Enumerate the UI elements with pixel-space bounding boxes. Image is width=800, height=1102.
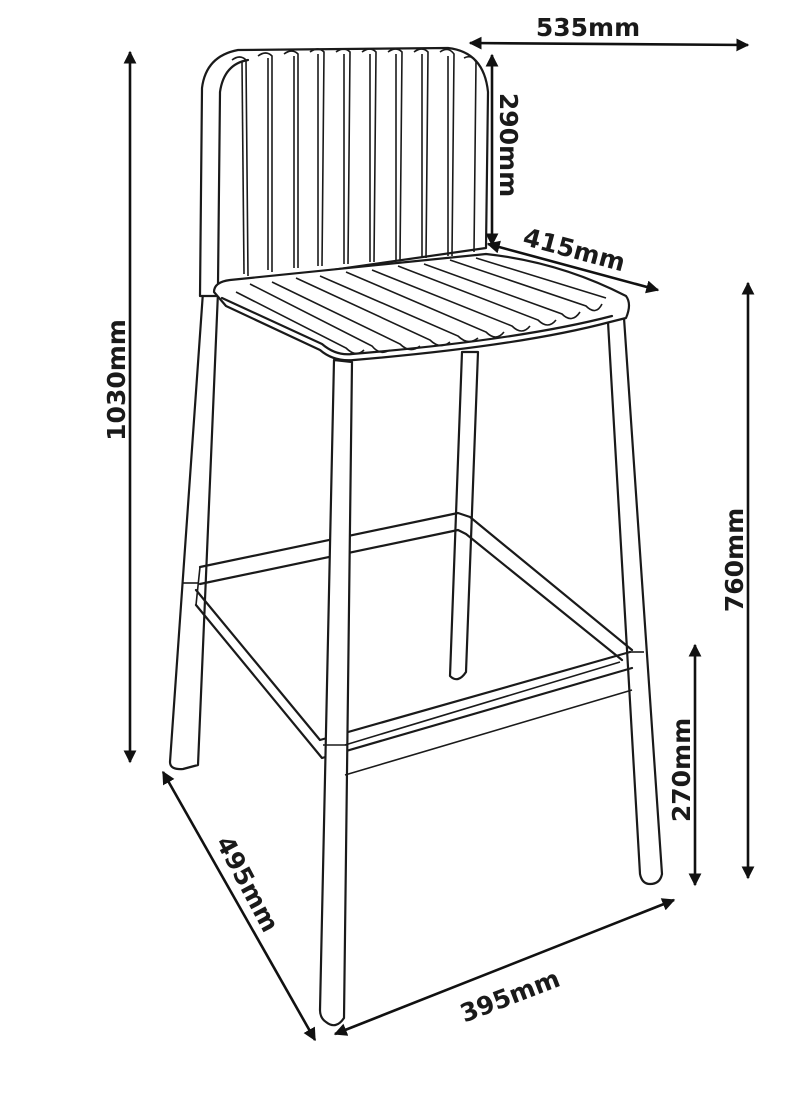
stool-icon	[168, 46, 664, 1027]
leg-span-line	[333, 898, 676, 1036]
total-width-line	[468, 36, 750, 52]
rear-left-leg	[168, 290, 220, 771]
footrest	[194, 511, 634, 760]
backrest	[198, 46, 490, 298]
total-height-label: 1030mm	[102, 319, 131, 441]
backrest-height-label: 290mm	[494, 93, 523, 197]
footrest-height-label: 270mm	[667, 718, 696, 822]
leg-span-label: 395mm	[456, 964, 564, 1028]
dimension-lines	[123, 36, 755, 1042]
front-right-leg	[606, 316, 664, 886]
seat-width-line	[486, 240, 660, 294]
front-left-leg	[318, 358, 633, 1027]
total-width-label: 535mm	[536, 13, 640, 42]
depth-line	[161, 770, 317, 1042]
seat-height-label: 760mm	[720, 508, 749, 612]
